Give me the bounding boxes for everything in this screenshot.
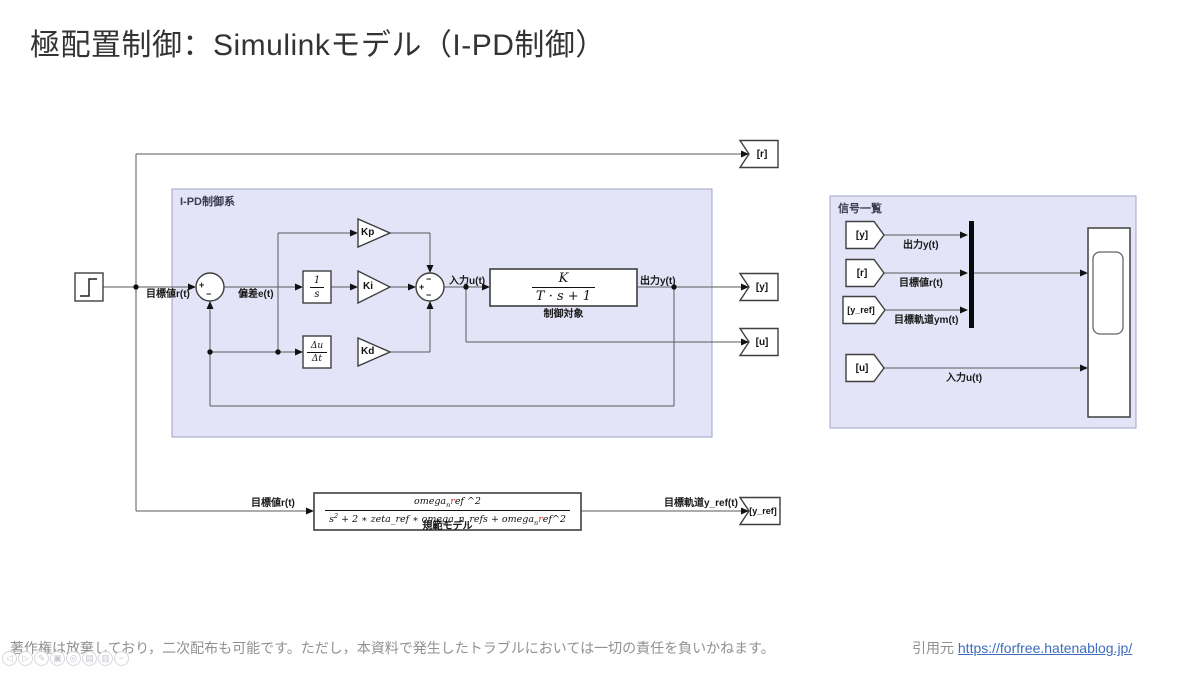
step-source-block xyxy=(74,272,104,302)
reference-model-block xyxy=(313,492,582,531)
from-y-block xyxy=(845,220,885,250)
forward-icon[interactable]: ▷ xyxy=(18,651,33,666)
copy-icon[interactable]: ▣ xyxy=(50,651,65,666)
from-r-block xyxy=(845,258,885,288)
from-blocks xyxy=(842,220,886,383)
from-yref-block xyxy=(842,295,886,325)
collapse-icon[interactable]: − xyxy=(114,651,129,666)
plant-transfer-fcn-block xyxy=(489,268,638,307)
gain-blocks xyxy=(357,217,392,368)
scope-block xyxy=(1087,227,1131,418)
back-icon[interactable]: ◁ xyxy=(2,651,17,666)
sum-block-control xyxy=(415,272,445,302)
scope-screen-icon xyxy=(1092,251,1124,335)
mux-block xyxy=(969,221,974,328)
gain-kp-triangle xyxy=(357,217,392,249)
ipd-subsystem-box xyxy=(171,188,713,438)
blog-toolbar: ◁ ▷ ✎ ▣ ◎ ▤ ▥ − xyxy=(2,651,129,666)
derivative-block xyxy=(302,335,332,369)
branch-dots xyxy=(133,284,677,355)
from-u-block xyxy=(845,353,885,383)
goto-y-block xyxy=(738,272,779,302)
wire-arrowheads xyxy=(188,150,1088,515)
source-link[interactable]: https://forfree.hatenablog.jp/ xyxy=(957,640,1133,656)
step-waveform-icon xyxy=(80,278,97,297)
integrator-block xyxy=(302,270,332,304)
gain-ki-triangle xyxy=(357,269,392,305)
sum-block-error xyxy=(195,272,225,302)
image-icon[interactable]: ▥ xyxy=(98,651,113,666)
search-icon[interactable]: ◎ xyxy=(66,651,81,666)
goto-yref-block xyxy=(738,496,781,526)
gain-kd-triangle xyxy=(357,336,392,368)
goto-u-block xyxy=(738,327,779,357)
signal-wires xyxy=(103,153,1080,512)
goto-blocks xyxy=(738,139,781,526)
goto-r-block xyxy=(738,139,779,169)
edit-icon[interactable]: ✎ xyxy=(34,651,49,666)
list-icon[interactable]: ▤ xyxy=(82,651,97,666)
